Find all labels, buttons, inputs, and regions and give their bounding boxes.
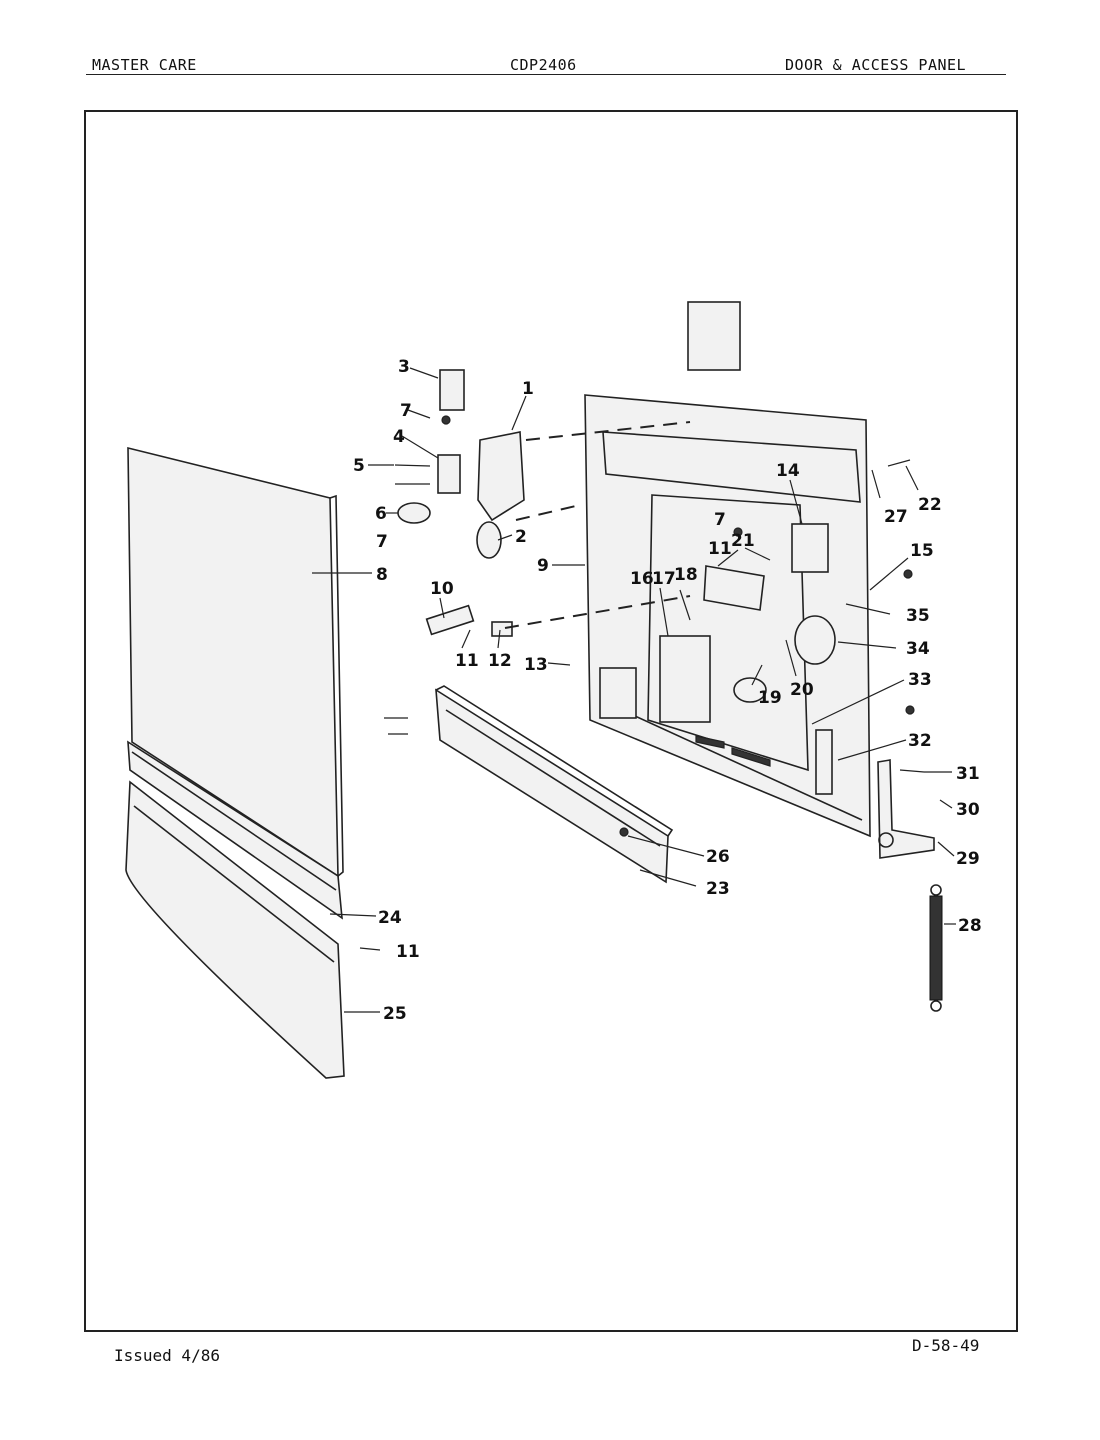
- footer-page-code: D-58-49: [912, 1336, 980, 1355]
- callout-1: 1: [522, 379, 534, 399]
- callout-20: 20: [790, 680, 814, 700]
- callout-31: 31: [956, 764, 980, 784]
- callout-26: 26: [706, 847, 730, 867]
- callout-33: 33: [908, 670, 932, 690]
- door-trim-strip: [127, 740, 343, 920]
- inner-door-liner: [584, 301, 871, 838]
- callout-32: 32: [908, 731, 932, 751]
- callout-11-left: 11: [455, 651, 479, 671]
- callout-34: 34: [906, 639, 930, 659]
- callout-4: 4: [393, 427, 405, 447]
- callout-7-right: 7: [714, 510, 726, 530]
- callout-24: 24: [378, 908, 402, 928]
- callout-14: 14: [776, 461, 800, 481]
- rinse-aid-parts: [425, 604, 513, 637]
- door-bottom-channel: [435, 685, 674, 884]
- callout-11-right: 11: [708, 539, 732, 559]
- callout-17: 17: [652, 569, 676, 589]
- header-rule: [86, 74, 1006, 75]
- callout-5: 5: [353, 456, 365, 476]
- header-brand: MASTER CARE: [92, 56, 197, 74]
- callout-23: 23: [706, 879, 730, 899]
- header-model-number: CDP2406: [510, 56, 577, 74]
- callout-21: 21: [731, 531, 755, 551]
- hinge-arm: [877, 759, 935, 859]
- callout-19: 19: [758, 688, 782, 708]
- callout-11-bottom: 11: [396, 942, 420, 962]
- callout-7-lower: 7: [376, 532, 388, 552]
- callout-27: 27: [884, 507, 908, 527]
- callout-9: 9: [537, 556, 549, 576]
- callout-16: 16: [630, 569, 654, 589]
- callout-25: 25: [383, 1004, 407, 1024]
- callout-28: 28: [958, 916, 982, 936]
- callout-2: 2: [515, 527, 527, 547]
- callout-numbers: 1 2 3 4 5 6 7 7 7 8 9 10 11 11 11 12 13 …: [353, 357, 982, 1024]
- callout-29: 29: [956, 849, 980, 869]
- door-latch-assembly: [397, 369, 525, 559]
- diagram-frame: [84, 110, 1018, 1332]
- screws: [359, 415, 925, 951]
- door-spring: [929, 884, 943, 1012]
- callout-30: 30: [956, 800, 980, 820]
- leader-lines: [312, 367, 956, 1013]
- callout-3: 3: [398, 357, 410, 377]
- callout-7-upper: 7: [400, 401, 412, 421]
- callout-22: 22: [918, 495, 942, 515]
- vent-and-dispenser-parts: [599, 523, 836, 795]
- header-section-title: DOOR & ACCESS PANEL: [785, 56, 967, 74]
- callout-18: 18: [674, 565, 698, 585]
- callout-10: 10: [430, 579, 454, 599]
- callout-6: 6: [375, 504, 387, 524]
- callout-35: 35: [906, 606, 930, 626]
- callout-12: 12: [488, 651, 512, 671]
- callout-13: 13: [524, 655, 548, 675]
- access-panel: [125, 780, 345, 1079]
- footer-issued-date: Issued 4/86: [114, 1346, 220, 1365]
- callout-8: 8: [376, 565, 388, 585]
- callout-15: 15: [910, 541, 934, 561]
